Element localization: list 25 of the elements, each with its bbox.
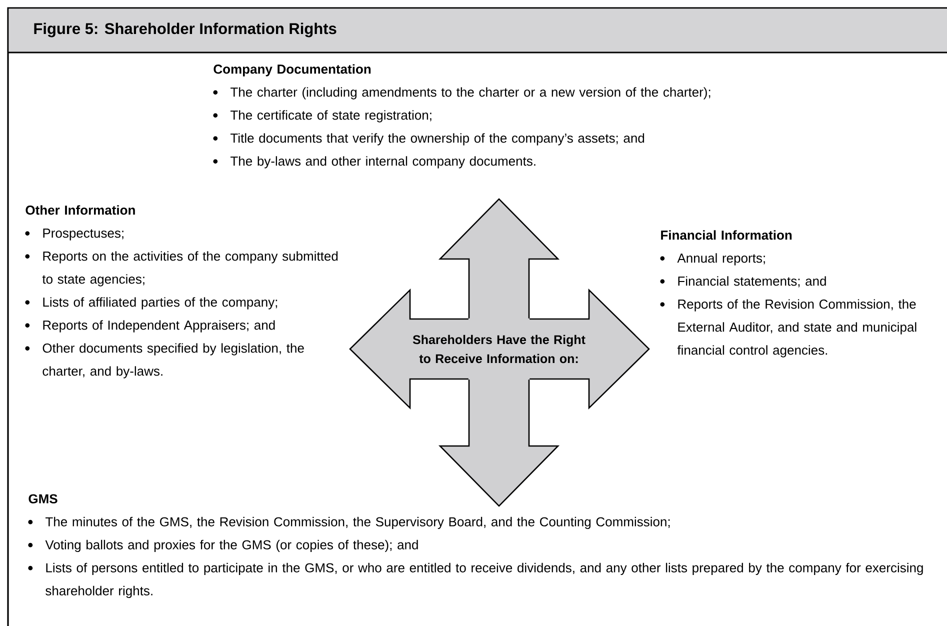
bullet-item: Lists of affiliated parties of the company; bbox=[25, 297, 278, 310]
heading: Financial Information bbox=[661, 230, 792, 240]
title-bar: Figure 5: Shareholder Information Rights bbox=[8, 8, 947, 54]
heading: Company Documentation bbox=[214, 64, 371, 76]
bullet-item: Other documents specified by legislation, the charter, and by-laws. bbox=[25, 343, 304, 378]
bullet-item: Lists of persons entitled to participate in the GMS, or who are entitled to receive dividends, and any other lists prepared by the company for exercising shareholder rights. bbox=[28, 562, 923, 598]
bullet-item: Prospectuses; bbox=[25, 228, 124, 240]
center-label: Shareholders Have the Right to Receive Information on: bbox=[412, 334, 586, 364]
block-arrow bbox=[438, 378, 560, 507]
block-arrow bbox=[528, 288, 650, 410]
bullet-item: Reports of Independent Appraisers; and bbox=[25, 320, 275, 332]
bullet-item: The minutes of the GMS, the Revision Commission, the Supervisory Board, and the Counting Commission; bbox=[28, 516, 670, 529]
heading: GMS bbox=[28, 494, 58, 504]
bullet-item: Financial statements; and bbox=[660, 276, 826, 288]
block-arrow bbox=[349, 288, 470, 410]
bullet-item: The certificate of state registration; bbox=[213, 110, 432, 122]
bullet-item: The charter (including amendments to the charter or a new version of the charter); bbox=[213, 87, 710, 100]
heading: Other Information bbox=[26, 205, 135, 215]
bullet-item: Reports of the Revision Commission, the External Auditor, and state and municipal financial control agencies. bbox=[660, 299, 916, 358]
bullet-item: Title documents that verify the ownership of the company’s assets; and bbox=[213, 133, 644, 146]
bullet-item: Voting ballots and proxies for the GMS (or copies of these); and bbox=[28, 540, 418, 552]
bullet-item: The by-laws and other internal company documents. bbox=[213, 156, 536, 168]
bullet-item: Reports on the activities of the company submitted to state agencies; bbox=[25, 251, 338, 286]
bullet-item: Annual reports; bbox=[660, 253, 765, 266]
block-arrow bbox=[438, 198, 560, 320]
